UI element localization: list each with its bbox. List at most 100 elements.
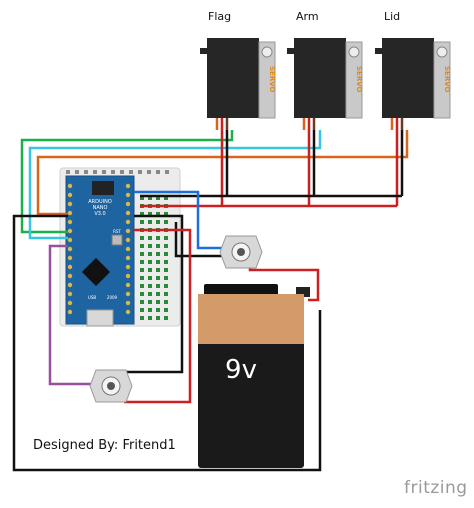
nano-pin — [67, 210, 73, 216]
servo-flag: SERVO — [200, 38, 276, 119]
breadboard-hole — [156, 170, 160, 174]
nano-pin — [67, 237, 73, 243]
arduino-nano-board — [65, 175, 135, 325]
breadboard-hole — [140, 212, 144, 216]
breadboard-hole — [164, 260, 168, 264]
nano-pin — [67, 228, 73, 234]
breadboard-hole — [138, 170, 142, 174]
servo-leads — [215, 118, 404, 130]
breadboard-hole — [148, 276, 152, 280]
fritzing-logo: fritzing — [404, 478, 468, 498]
wire-black-switch-ground — [174, 222, 238, 258]
breadboard-hole — [140, 308, 144, 312]
breadboard-hole — [148, 308, 152, 312]
battery-label: 9v — [225, 355, 257, 385]
nano-pin — [67, 309, 73, 315]
breadboard-hole — [156, 276, 160, 280]
nano-pin — [125, 300, 131, 306]
designer-credit: Designed By: Fritend1 — [33, 438, 176, 453]
nano-pin — [67, 201, 73, 207]
wire-red-lower-switch — [124, 228, 192, 404]
breadboard-hole — [102, 170, 106, 174]
servo-power-wires — [140, 130, 399, 208]
breadboard-hole — [164, 220, 168, 224]
servo-flag-brand: SERVO — [268, 66, 276, 93]
breadboard-hole — [156, 300, 160, 304]
pushbutton-lower — [89, 369, 133, 403]
breadboard-hole — [140, 260, 144, 264]
nano-pin — [125, 264, 131, 270]
nano-pin — [67, 255, 73, 261]
breadboard-hole — [148, 196, 152, 200]
servo-ground-wires — [140, 130, 404, 198]
servo-flag-label: Flag — [208, 10, 232, 23]
mini-usb-port — [86, 309, 114, 327]
nano-pin — [67, 183, 73, 189]
nano-pin — [67, 219, 73, 225]
nano-pin — [125, 255, 131, 261]
wire-cyan-arm-signal — [28, 130, 322, 240]
breadboard-hole — [148, 252, 152, 256]
servo-lid: SERVO — [375, 38, 451, 119]
breadboard-hole — [140, 300, 144, 304]
breadboard-hole — [156, 212, 160, 216]
breadboard-hole — [156, 244, 160, 248]
nano-pin — [125, 246, 131, 252]
breadboard-hole — [164, 292, 168, 296]
nano-pin — [125, 183, 131, 189]
nano-pin — [125, 210, 131, 216]
breadboard-hole — [156, 284, 160, 288]
breadboard-hole — [140, 244, 144, 248]
breadboard-hole — [156, 220, 160, 224]
breadboard-hole — [164, 252, 168, 256]
nano-pin — [67, 282, 73, 288]
nano-pin — [67, 291, 73, 297]
nano-pin — [67, 264, 73, 270]
nano-pin — [67, 192, 73, 198]
board-label-line2: NANO — [93, 205, 108, 211]
wire-orange-lid-signal — [36, 130, 409, 216]
wire-purple-lower-switch — [48, 244, 100, 386]
breadboard-hole — [140, 196, 144, 200]
breadboard-hole — [165, 170, 169, 174]
breadboard-hole — [164, 284, 168, 288]
wire-blue-switch — [134, 190, 226, 250]
icsp-header — [92, 181, 114, 195]
servo-arm-brand: SERVO — [355, 66, 363, 93]
breadboard-hole — [148, 268, 152, 272]
breadboard-hole — [156, 316, 160, 320]
breadboard-hole — [140, 316, 144, 320]
breadboard-hole — [148, 236, 152, 240]
breadboard-hole — [164, 276, 168, 280]
breadboard-hole — [148, 284, 152, 288]
breadboard-hole — [164, 212, 168, 216]
nano-pin — [125, 309, 131, 315]
board-label-line3: V3.0 — [94, 211, 105, 217]
wire-green-flag-signal — [20, 130, 234, 234]
servo-lid-brand: SERVO — [443, 66, 451, 93]
breadboard-hole — [164, 196, 168, 200]
breadboard-hole — [164, 316, 168, 320]
breadboard-hole — [156, 260, 160, 264]
breadboard-hole — [148, 292, 152, 296]
breadboard-hole — [156, 292, 160, 296]
wire-black-lower-switch — [110, 214, 184, 374]
breadboard-hole — [120, 170, 124, 174]
breadboard-hole — [140, 220, 144, 224]
breadboard-hole — [164, 236, 168, 240]
nano-pin — [125, 237, 131, 243]
nano-pin — [125, 192, 131, 198]
breadboard-hole — [156, 236, 160, 240]
nano-pin — [67, 300, 73, 306]
breadboard-hole — [75, 170, 79, 174]
board-label-usb: USB — [88, 295, 96, 300]
nano-pin — [125, 282, 131, 288]
breadboard-hole — [164, 244, 168, 248]
breadboard-hole — [140, 236, 144, 240]
breadboard-hole — [156, 252, 160, 256]
breadboard-hole — [129, 170, 133, 174]
breadboard-hole — [148, 212, 152, 216]
breadboard-hole — [140, 292, 144, 296]
breadboard-hole — [156, 308, 160, 312]
servo-arm: SERVO — [287, 38, 363, 119]
